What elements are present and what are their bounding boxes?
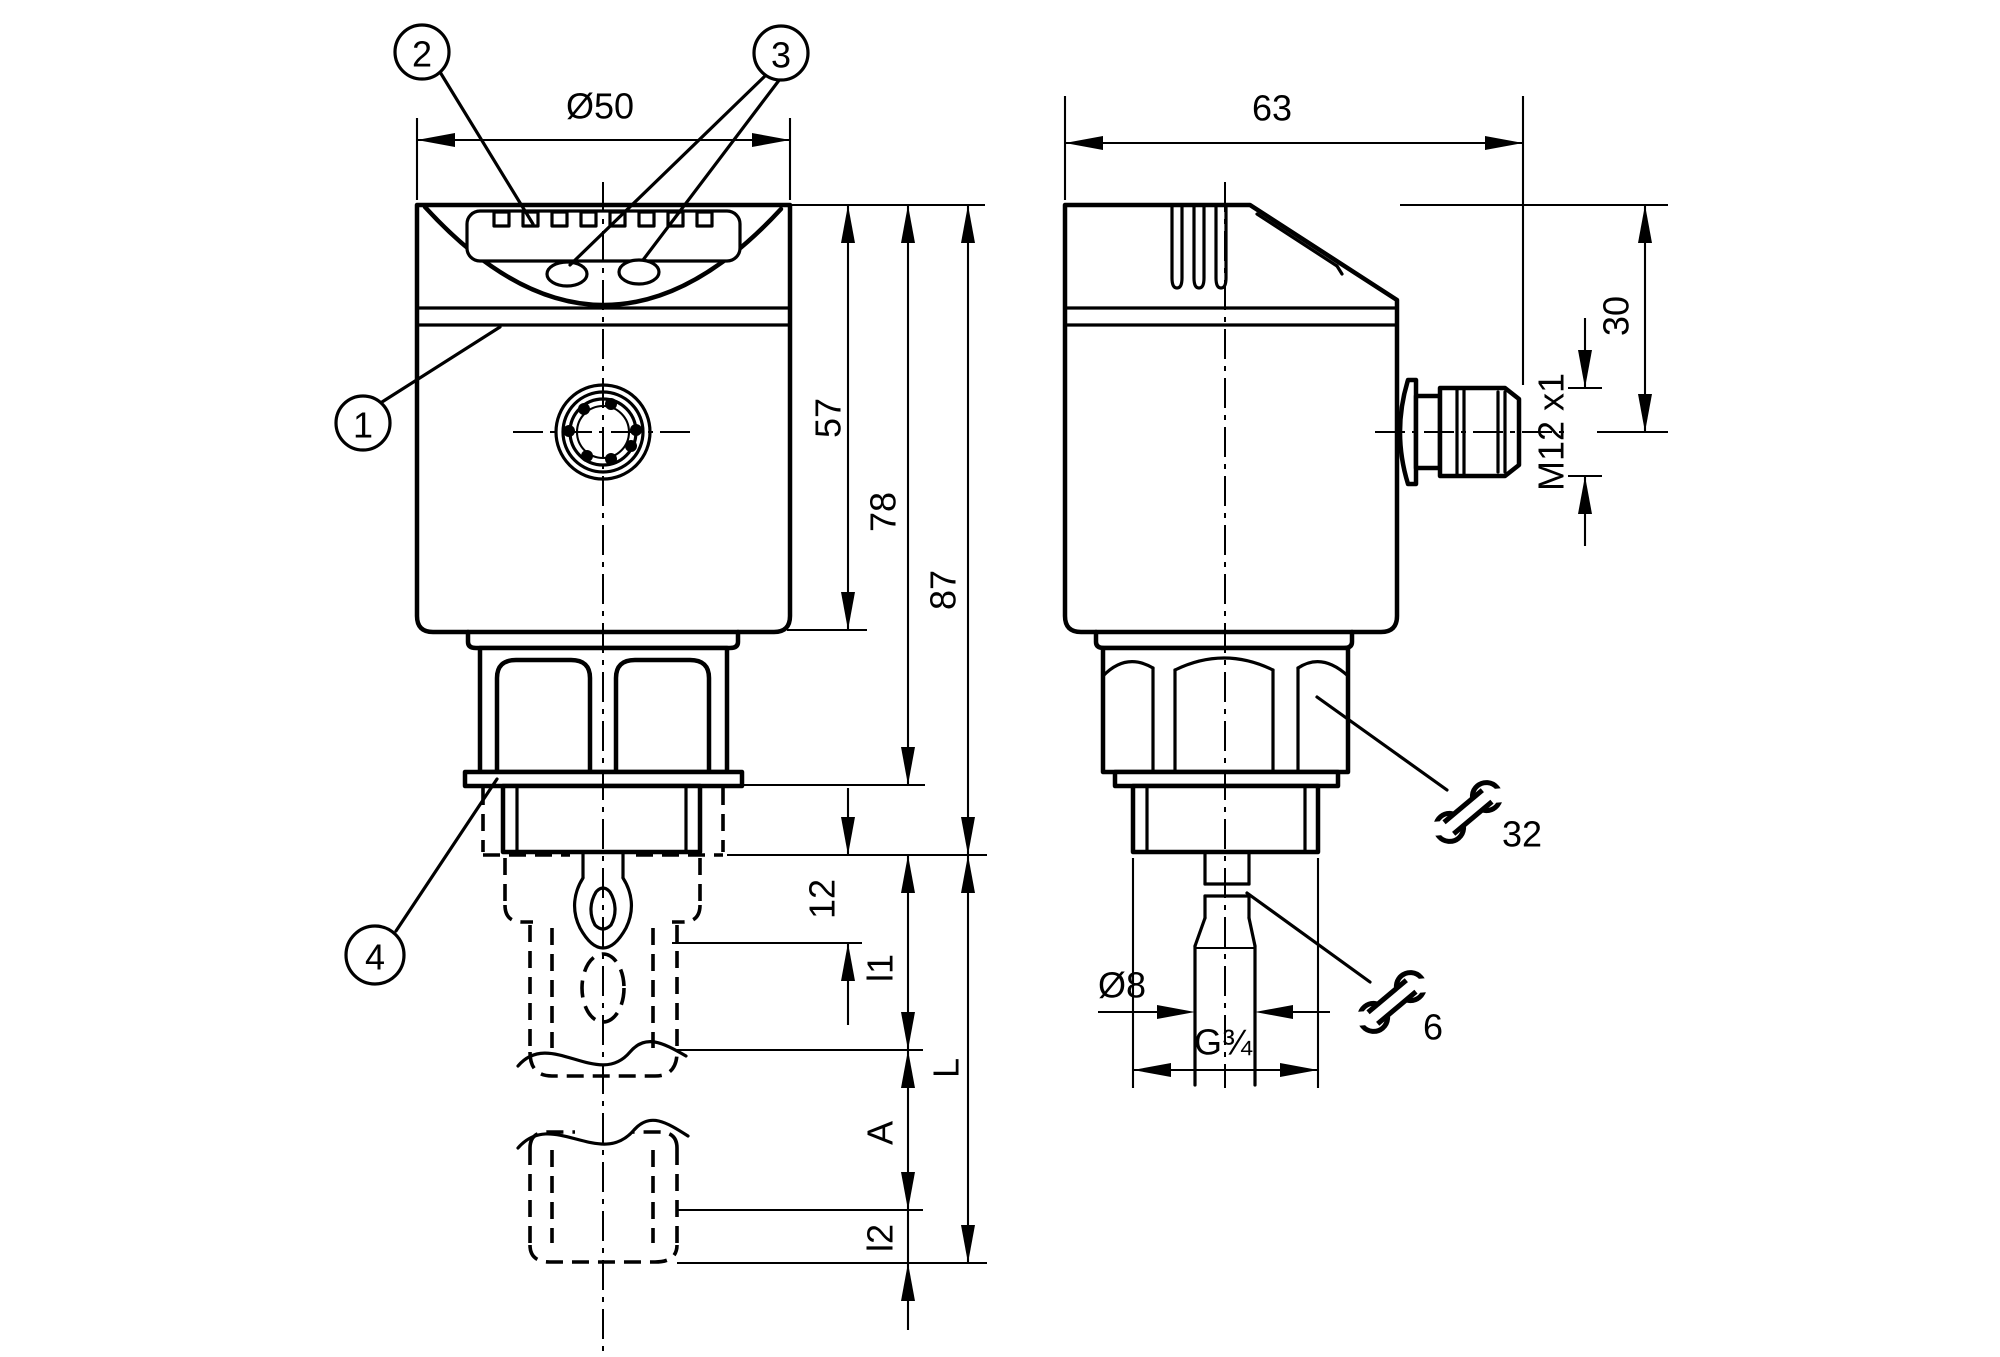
dim-label-57: 57 <box>808 398 849 438</box>
leader-callout-4 <box>394 777 499 933</box>
leader-wrench-32 <box>1315 695 1449 792</box>
dim-label-12: 12 <box>802 879 843 919</box>
dim-label-l2: l2 <box>860 1224 901 1252</box>
probe-side <box>1193 850 1257 1087</box>
dim-label-87: 87 <box>923 570 964 610</box>
button-right <box>617 258 661 286</box>
probe-tip-front <box>573 850 633 950</box>
dim-label-dia8: Ø8 <box>1098 965 1146 1006</box>
callout-2-number: 2 <box>412 34 432 75</box>
callout-4-number: 4 <box>365 937 385 978</box>
break-line-1 <box>516 1040 688 1068</box>
side-view: 63 30 M12 x1 Ø8 <box>1062 88 1668 1088</box>
callout-1-number: 1 <box>353 405 373 446</box>
wrench-32-icon <box>1425 780 1511 844</box>
leader-callout-2 <box>438 70 535 226</box>
dim-label-l1: l1 <box>860 954 901 982</box>
wrench-6: 6 <box>1245 891 1443 1048</box>
dim-label-63: 63 <box>1252 88 1292 129</box>
callout-3-number: 3 <box>771 35 791 76</box>
chamfer-strip <box>1255 212 1339 268</box>
wrench-32-label: 32 <box>1502 814 1542 855</box>
dim-label-g34: G¾ <box>1194 1022 1253 1063</box>
leader-callout-3b <box>641 77 782 262</box>
dim-label-78: 78 <box>863 492 904 532</box>
callouts: 2 3 1 4 <box>334 23 810 986</box>
dim-label-A: A <box>860 1121 901 1145</box>
leader-callout-1 <box>380 325 502 404</box>
wrench-32: 32 <box>1315 695 1542 855</box>
callout-3-circle <box>752 24 810 82</box>
centerlines <box>513 182 1568 1352</box>
wrench-6-label: 6 <box>1423 1007 1443 1048</box>
leader-wrench-6 <box>1245 891 1372 984</box>
wrench-6-icon <box>1349 970 1435 1034</box>
callout-4-circle <box>344 924 406 986</box>
button-left <box>545 260 589 288</box>
callout-1-circle <box>334 394 392 452</box>
dim-label-30: 30 <box>1596 296 1637 336</box>
dim-label-L: L <box>926 1058 967 1078</box>
front-view: Ø50 57 78 87 <box>334 23 987 1330</box>
dimensions-front: Ø50 57 78 87 <box>415 86 987 1330</box>
thread-front <box>500 783 703 855</box>
callout-2-circle <box>393 23 451 81</box>
dim-label-dia50: Ø50 <box>566 86 634 127</box>
break-line-2 <box>516 1118 690 1150</box>
housing-side-outline <box>1062 202 1400 635</box>
